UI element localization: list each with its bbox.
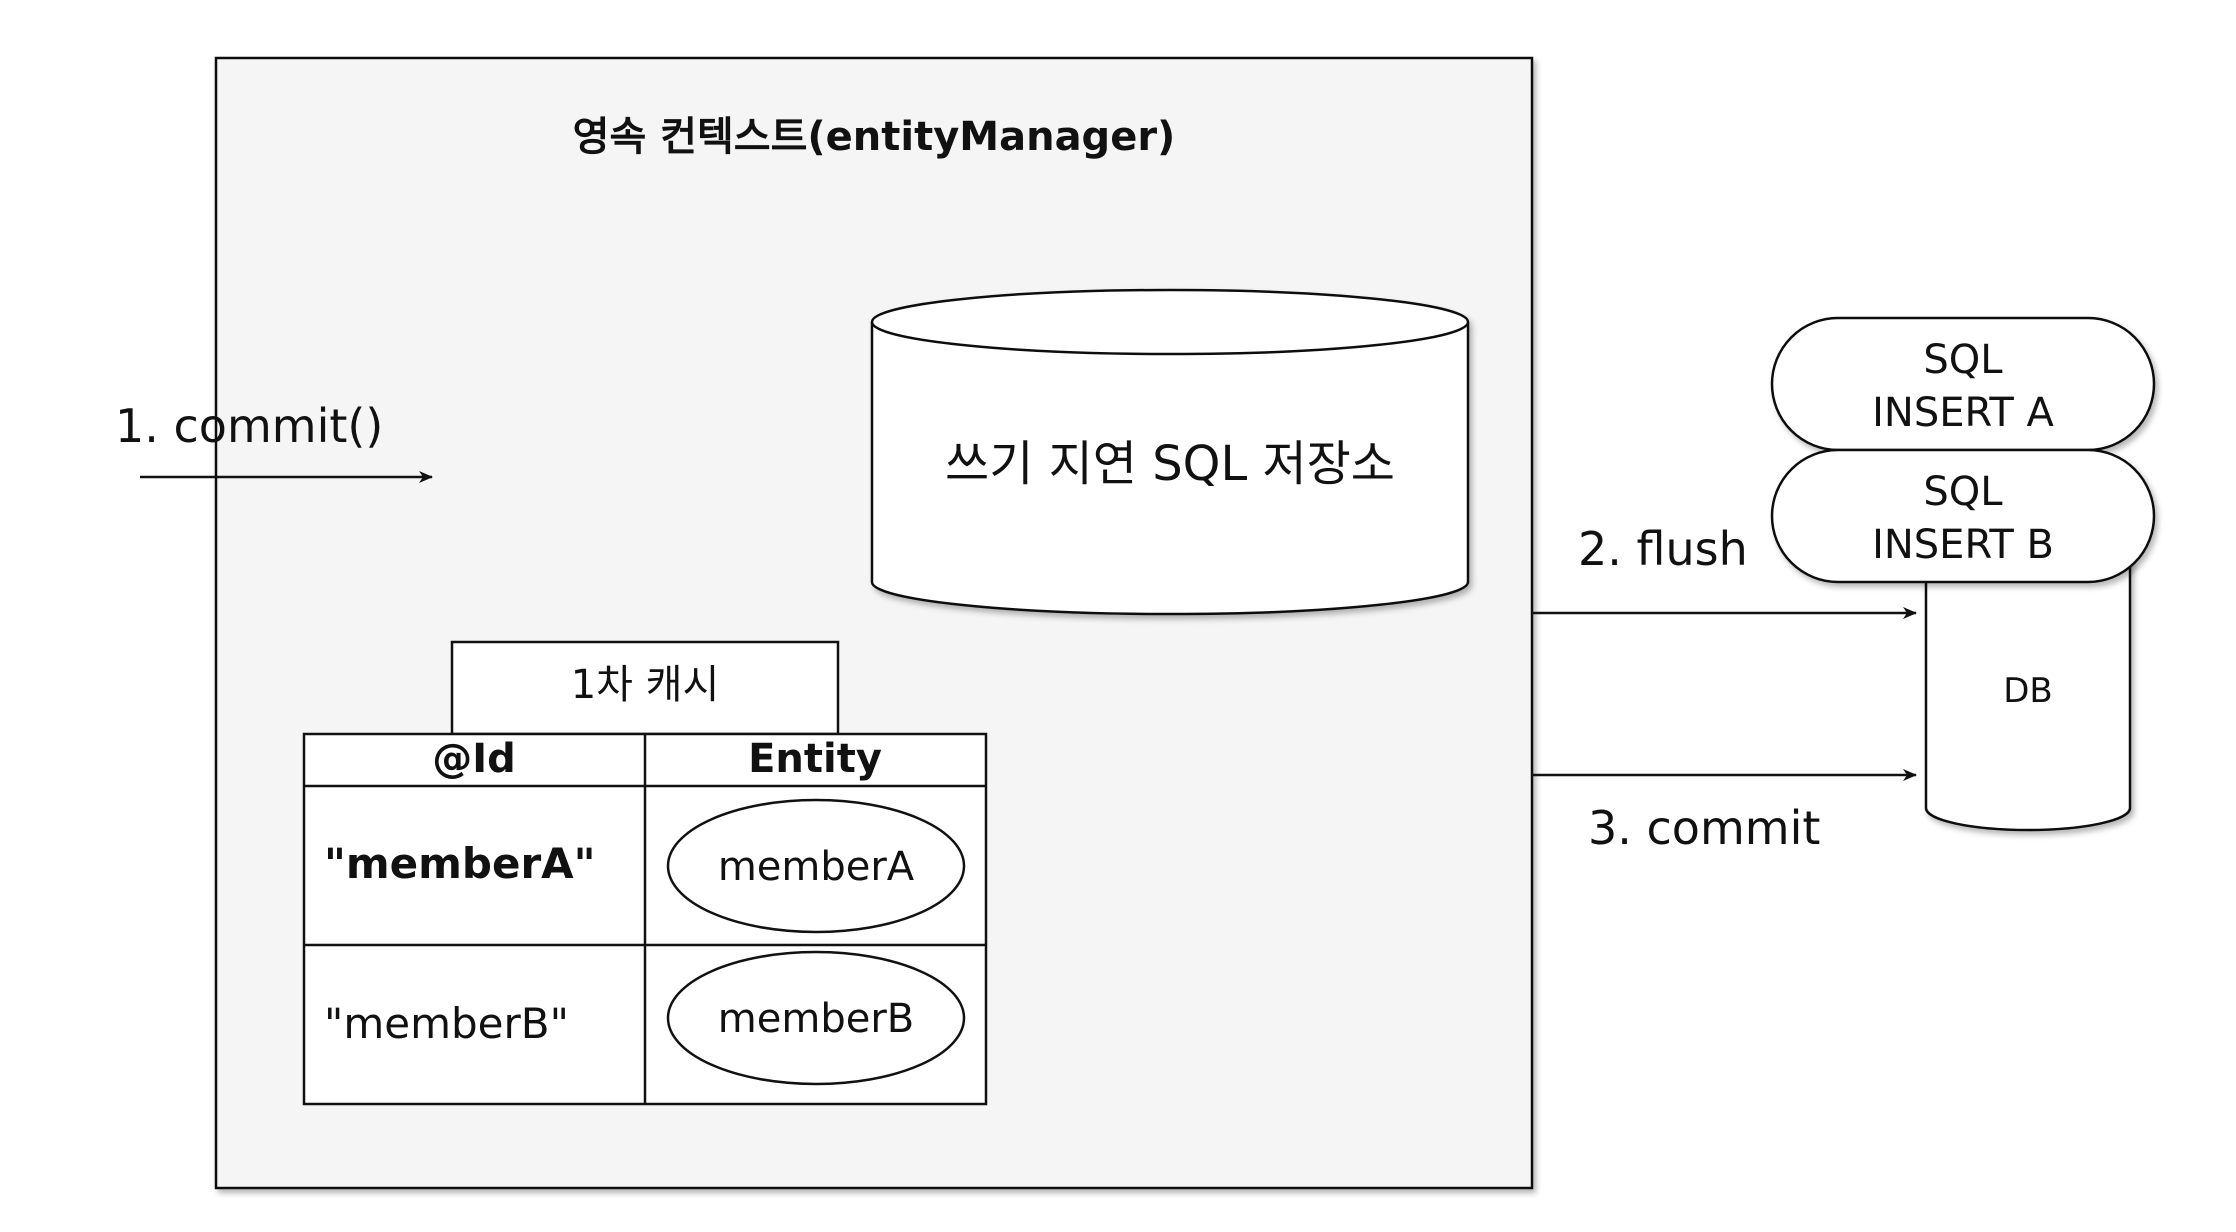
context-title: 영속 컨텍스트(entityManager) <box>573 114 1176 160</box>
row-entity-cell: memberA <box>718 844 915 890</box>
flush-arrow: 2. flush <box>1532 522 1917 619</box>
table-row: "memberB" memberB <box>324 950 966 1086</box>
table-header-id: @Id <box>432 736 516 782</box>
sql-queue-line1: SQL <box>1923 469 2003 515</box>
commit-label: 3. commit <box>1588 801 1820 855</box>
row-id-cell: "memberA" <box>324 839 596 888</box>
sql-queue-line1: SQL <box>1923 337 2003 383</box>
entity-ellipse <box>666 950 966 1086</box>
table-row: "memberA" memberA <box>324 798 966 934</box>
table-header-entity: Entity <box>748 736 882 782</box>
sql-store-label: 쓰기 지연 SQL 저장소 <box>945 436 1395 492</box>
row-entity-cell: memberB <box>718 996 914 1042</box>
first-level-cache: 1차 캐시 @Id Entity "memberA" memberA "memb… <box>302 640 988 1106</box>
sql-store-cylinder <box>870 288 1470 616</box>
db-label: DB <box>2003 671 2053 711</box>
flush-label: 2. flush <box>1578 522 1748 576</box>
cache-table: @Id Entity "memberA" memberA "memberB" m… <box>302 732 988 1106</box>
commit-call-label: 1. commit() <box>115 399 383 453</box>
cache-title: 1차 캐시 <box>571 662 720 708</box>
entity-ellipse <box>666 798 966 934</box>
sql-queue-line2: INSERT A <box>1872 390 2054 436</box>
sql-queue-item: SQL INSERT B <box>1770 448 2156 584</box>
commit-call-arrow: 1. commit() <box>115 399 433 483</box>
commit-arrow: 3. commit <box>1532 769 1917 855</box>
sql-queue-line2: INSERT B <box>1872 522 2054 568</box>
cache-title-box <box>450 640 840 736</box>
sql-queue-item: SQL INSERT A <box>1770 316 2156 452</box>
row-id-cell: "memberB" <box>324 999 569 1048</box>
